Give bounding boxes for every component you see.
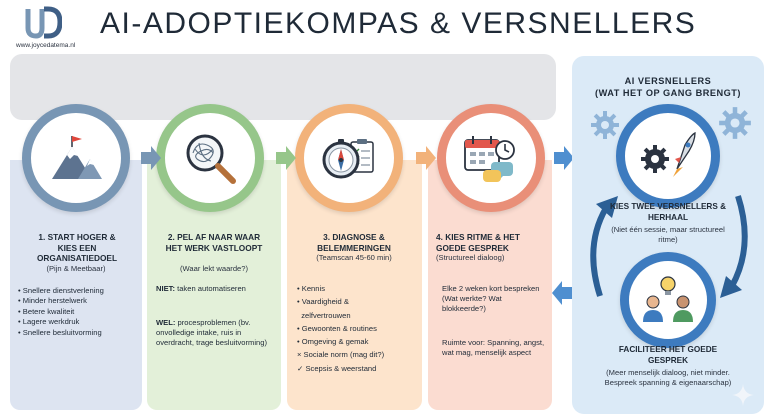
step-4-paragraph-2: Ruimte voor: Spanning, angst, wat mag, m… — [442, 338, 545, 357]
list-item: • Minder herstelwerk — [18, 296, 87, 306]
accelerator-1-circle — [616, 104, 720, 208]
list-item: • Vaardigheid & — [297, 297, 349, 307]
step-1-title: 1. START HOGER & KIES EEN ORGANISATIEDOE… — [36, 232, 118, 263]
gear-icon — [719, 107, 751, 139]
step-2-title: 2. PEL AF NAAR WAAR HET WERK VASTLOOPT — [165, 232, 263, 253]
accelerator-2-title: FACILITEER HET GOEDE GESPREK — [618, 345, 718, 365]
arrow-right-icon — [416, 146, 436, 170]
accelerator-1-subtitle: (Niet één sessie, maar structureel ritme… — [611, 225, 725, 244]
arrow-left-icon — [552, 281, 572, 305]
step-2-wel: WEL: procesproblemen (bv. onvolledige in… — [156, 318, 268, 347]
step-3-subtitle: (Teamscan 45-60 min) — [316, 253, 392, 262]
step-4-circle — [437, 104, 545, 212]
step-3-list: • Kennis • Vaardigheid & zelfvertrouwen … — [297, 284, 384, 377]
list-item: • Omgeving & gemak — [297, 337, 369, 347]
magnifier-tangle-icon — [186, 134, 236, 184]
list-item: ✓ Scepsis & weerstand — [297, 363, 377, 373]
step-4-paragraph-1: Elke 2 weken kort bespreken (Wat werkte?… — [442, 284, 540, 313]
jd-logo-icon — [25, 6, 62, 39]
arrow-right-icon — [554, 146, 574, 170]
accelerator-1-title: KIES TWEE VERSNELLERS & HERHAAL — [609, 202, 726, 222]
arrow-right-icon — [276, 146, 296, 170]
calendar-chat-icon — [464, 136, 515, 182]
step-3-circle — [295, 104, 403, 212]
step-3-title: 3. DIAGNOSE & BELEMMERINGEN — [317, 232, 391, 253]
mountain-flag-icon — [52, 136, 102, 179]
step-4-title: 4. KIES RITME & HET GOEDE GESPREK — [436, 232, 520, 253]
accelerator-2-subtitle: (Meer menselijk dialoog, niet minder. Be… — [604, 368, 732, 387]
sparkle-icon — [732, 384, 754, 406]
accelerators-title: AI VERSNELLERS — [624, 76, 712, 86]
list-item: • Snellere besluitvorming — [18, 327, 102, 337]
list-item: • Lagere werkdruk — [18, 317, 80, 327]
step-1-subtitle: (Pijn & Meetbaar) — [46, 264, 106, 273]
step-1-list: • Snellere dienstverlening • Minder hers… — [18, 286, 104, 338]
gear-icon — [591, 111, 619, 139]
cycle-arrows-icon — [590, 195, 748, 298]
step-4-subtitle: (Structureel dialoog) — [436, 253, 505, 262]
step-2-circle — [156, 104, 264, 212]
accelerator-2-circle — [620, 252, 716, 348]
list-item: • Betere kwaliteit — [18, 306, 75, 316]
list-item: • Snellere dienstverlening — [18, 286, 104, 295]
accelerators-subtitle: (WAT HET OP GANG BRENGT) — [595, 88, 741, 98]
step-1-circle — [22, 104, 130, 212]
arrow-right-icon — [141, 146, 161, 170]
list-item: • Gewoonten & routines — [297, 323, 377, 333]
step-2-subtitle: (Waar lekt waarde?) — [179, 264, 249, 273]
list-item: × Sociale norm (mag dit?) — [297, 350, 385, 360]
list-item: • Kennis — [297, 284, 325, 293]
people-lightbulb-icon — [643, 276, 693, 322]
step-2-niet: NIET: taken automatiseren — [156, 284, 246, 293]
compass-checklist-icon — [322, 139, 374, 179]
website-url[interactable]: www.joycedatema.nl — [16, 42, 76, 49]
gears-rocket-icon — [641, 131, 696, 177]
top-band — [10, 54, 556, 120]
page-title: AI-ADOPTIEKOMPAS & VERSNELLERS — [100, 7, 697, 40]
list-item: zelfvertrouwen — [297, 310, 351, 320]
